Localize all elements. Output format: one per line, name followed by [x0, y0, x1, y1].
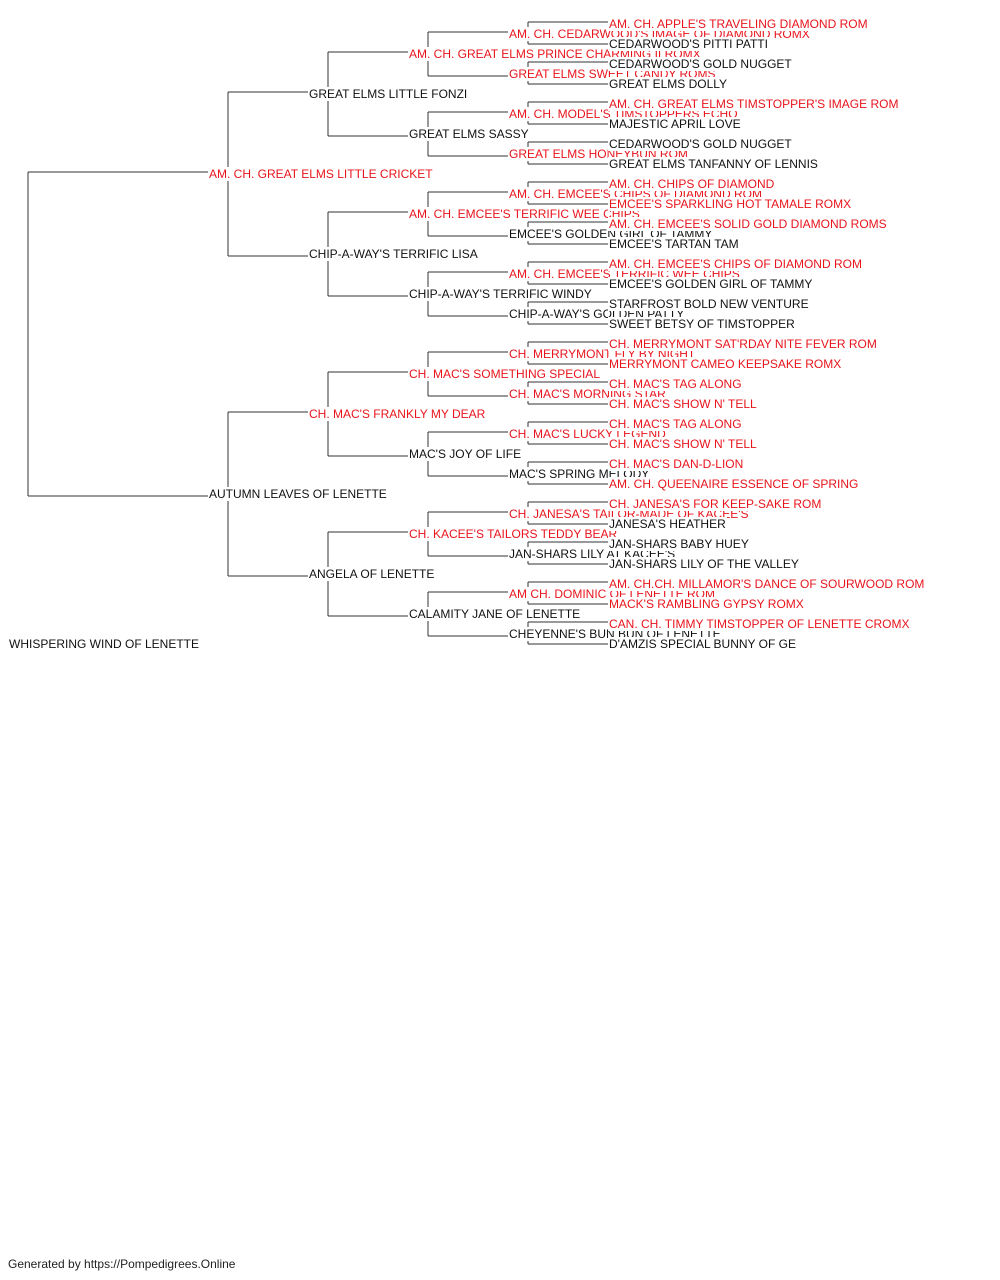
- ancestor-name-gen5: CAN. CH. TIMMY TIMSTOPPER OF LENETTE CRO…: [608, 617, 911, 631]
- ancestor-name-gen5: CH. MAC'S DAN-D-LION: [608, 457, 745, 471]
- ancestor-name-gen5: CH. MAC'S SHOW N' TELL: [608, 437, 758, 451]
- ancestor-name-gen3: CH. KACEE'S TAILORS TEDDY BEAR: [408, 527, 619, 541]
- ancestor-name-gen5: CH. MERRYMONT SAT'RDAY NITE FEVER ROM: [608, 337, 878, 351]
- ancestor-name-gen1: AM. CH. GREAT ELMS LITTLE CRICKET: [208, 167, 434, 181]
- ancestor-name-gen1: AUTUMN LEAVES OF LENETTE: [208, 487, 388, 501]
- ancestor-name-gen5: CH. MAC'S SHOW N' TELL: [608, 397, 758, 411]
- ancestor-name-gen2: CH. MAC'S FRANKLY MY DEAR: [308, 407, 487, 421]
- ancestor-name-gen5: CH. JANESA'S FOR KEEP-SAKE ROM: [608, 497, 823, 511]
- ancestor-name-gen5: D'AMZIS SPECIAL BUNNY OF GE: [608, 637, 797, 651]
- ancestor-name-gen5: CEDARWOOD'S PITTI PATTI: [608, 37, 769, 51]
- ancestor-name-gen5: AM. CH. EMCEE'S CHIPS OF DIAMOND ROM: [608, 257, 863, 271]
- subject-dog-name: WHISPERING WIND OF LENETTE: [8, 637, 201, 651]
- ancestor-name-gen5: EMCEE'S GOLDEN GIRL OF TAMMY: [608, 277, 814, 291]
- ancestor-name-gen2: CHIP-A-WAY'S TERRIFIC LISA: [308, 247, 479, 261]
- ancestor-name-gen5: MAJESTIC APRIL LOVE: [608, 117, 742, 131]
- ancestor-name-gen5: SWEET BETSY OF TIMSTOPPER: [608, 317, 796, 331]
- ancestor-name-gen5: CEDARWOOD'S GOLD NUGGET: [608, 57, 793, 71]
- ancestor-name-gen5: CH. MAC'S TAG ALONG: [608, 417, 743, 431]
- ancestor-name-gen5: JAN-SHARS BABY HUEY: [608, 537, 750, 551]
- ancestor-name-gen5: JANESA'S HEATHER: [608, 517, 727, 531]
- ancestor-name-gen5: MERRYMONT CAMEO KEEPSAKE ROMX: [608, 357, 843, 371]
- ancestor-name-gen5: STARFROST BOLD NEW VENTURE: [608, 297, 810, 311]
- ancestor-name-gen5: AM. CH. CHIPS OF DIAMOND: [608, 177, 776, 191]
- ancestor-name-gen5: GREAT ELMS DOLLY: [608, 77, 729, 91]
- ancestor-name-gen3: CHIP-A-WAY'S TERRIFIC WINDY: [408, 287, 593, 301]
- ancestor-name-gen5: AM. CH. GREAT ELMS TIMSTOPPER'S IMAGE RO…: [608, 97, 900, 111]
- ancestor-name-gen5: AM. CH. APPLE'S TRAVELING DIAMOND ROM: [608, 17, 869, 31]
- ancestor-name-gen5: EMCEE'S SPARKLING HOT TAMALE ROMX: [608, 197, 853, 211]
- footer-credit: Generated by https://Pompedigrees.Online: [8, 1257, 236, 1271]
- ancestor-name-gen5: MACK'S RAMBLING GYPSY ROMX: [608, 597, 805, 611]
- ancestor-name-gen2: GREAT ELMS LITTLE FONZI: [308, 87, 469, 101]
- ancestor-name-gen3: MAC'S JOY OF LIFE: [408, 447, 523, 461]
- ancestor-name-gen5: GREAT ELMS TANFANNY OF LENNIS: [608, 157, 819, 171]
- ancestor-name-gen3: AM. CH. EMCEE'S TERRIFIC WEE CHIPS: [408, 207, 641, 221]
- ancestor-name-gen5: AM. CH. EMCEE'S SOLID GOLD DIAMOND ROMS: [608, 217, 888, 231]
- ancestor-name-gen5: CH. MAC'S TAG ALONG: [608, 377, 743, 391]
- ancestor-name-gen5: AM. CH.CH. MILLAMOR'S DANCE OF SOURWOOD …: [608, 577, 926, 591]
- ancestor-name-gen3: GREAT ELMS SASSY: [408, 127, 530, 141]
- ancestor-name-gen3: CALAMITY JANE OF LENETTE: [408, 607, 582, 621]
- ancestor-name-gen5: EMCEE'S TARTAN TAM: [608, 237, 740, 251]
- ancestor-name-gen5: AM. CH. QUEENAIRE ESSENCE OF SPRING: [608, 477, 860, 491]
- ancestor-name-gen5: CEDARWOOD'S GOLD NUGGET: [608, 137, 793, 151]
- ancestor-name-gen5: JAN-SHARS LILY OF THE VALLEY: [608, 557, 800, 571]
- ancestor-name-gen2: ANGELA OF LENETTE: [308, 567, 436, 581]
- ancestor-name-gen3: CH. MAC'S SOMETHING SPECIAL: [408, 367, 601, 381]
